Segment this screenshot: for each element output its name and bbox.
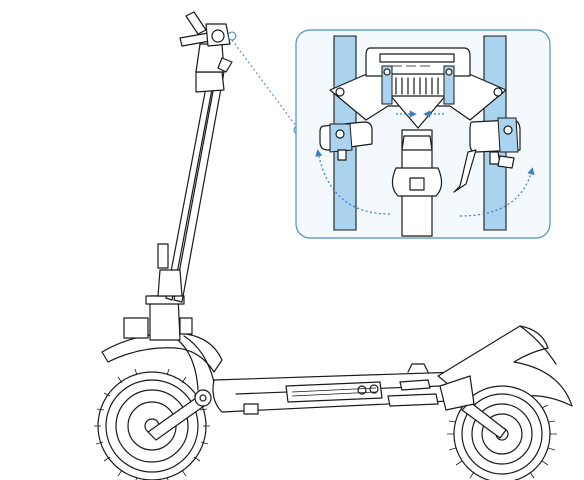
inset-detail bbox=[295, 29, 551, 239]
front-suspension bbox=[123, 295, 215, 391]
scooter bbox=[94, 11, 573, 480]
stem bbox=[157, 43, 225, 303]
rear-wheel bbox=[437, 325, 573, 480]
fold-grip-right-arrow bbox=[459, 167, 535, 217]
handlebar-head bbox=[179, 11, 233, 73]
inset-left-grip bbox=[319, 121, 373, 161]
deck bbox=[212, 363, 471, 415]
front-wheel bbox=[94, 368, 212, 480]
callout-leader bbox=[227, 31, 303, 135]
inset-clamp bbox=[381, 65, 455, 105]
fold-grip-left-arrow bbox=[315, 149, 391, 215]
inset-right-grip bbox=[453, 117, 521, 193]
